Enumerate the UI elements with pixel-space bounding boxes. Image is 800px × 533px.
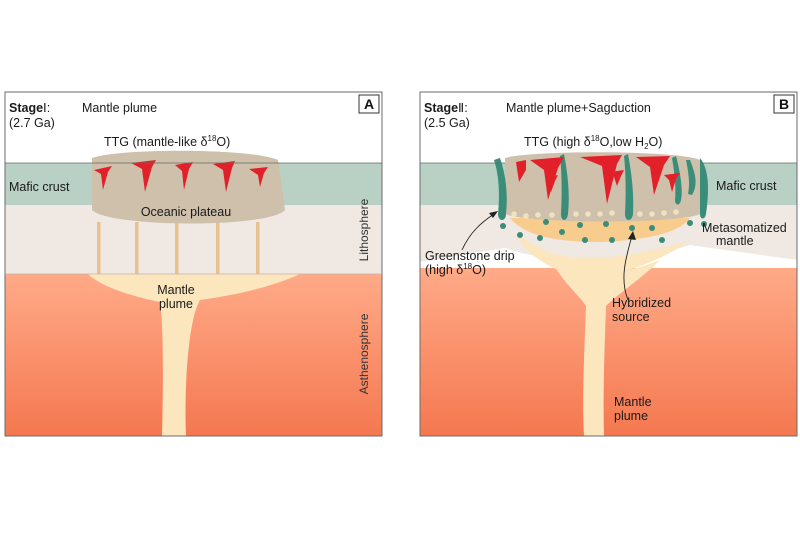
panel-a-letter: A: [364, 96, 374, 112]
panel-b-ttg-intrusions: [516, 155, 680, 204]
panel-b-letter-box: [773, 94, 795, 114]
panel-b-mafic-crust-label: Mafic crust: [716, 179, 777, 193]
hybridized-arrowhead: [628, 231, 636, 240]
panel-a-plume-label-line1: Mantle: [157, 283, 195, 297]
panel-b-arrowheads: [489, 211, 636, 240]
panel-a-stage-title: Mantle plume: [82, 101, 157, 115]
panel-a-feeder-dykes: [97, 222, 260, 274]
panel-b-leader-arrows: [461, 213, 633, 301]
panel-b-plume-label-line2: plume: [614, 409, 648, 423]
panel-b-metasomatized-label-line2: mantle: [716, 234, 754, 248]
panel-a-ttg-label: TTG (mantle-like δ18O): [104, 134, 230, 149]
panel-a-letter-box: [358, 94, 380, 114]
drip-arrowhead: [489, 211, 498, 218]
panel-b-greenstone-drip-label-line1: Greenstone drip: [425, 249, 515, 263]
panel-a-stage-label: StageⅠ:: [9, 101, 50, 115]
panel-b: B StageⅡ: Mantle plume+Sagduction (2.5 G…: [419, 91, 798, 437]
panel-a-ttg-intrusions: [94, 160, 268, 192]
panel-b-melt-zone: [510, 218, 690, 242]
panel-b-plume-label-line1: Mantle: [614, 395, 652, 409]
panel-a-asthenosphere-label: Asthenosphere: [357, 313, 371, 394]
drip-leader-line: [461, 213, 495, 251]
panel-a-frame: [4, 91, 383, 437]
panel-a-age: (2.7 Ga): [9, 116, 55, 130]
panel-b-plume-head: [515, 232, 690, 278]
panel-b-melt-dots: [511, 209, 679, 219]
panel-a-plume-label-line2: plume: [159, 297, 193, 311]
panel-b-greenstone-drip-label-line2: (high δ18O): [425, 262, 486, 277]
panel-b-stage-title: Mantle plume+Sagduction: [506, 101, 651, 115]
panel-b-metasomatic-dots: [500, 219, 707, 243]
panel-b-letter: B: [779, 96, 789, 112]
panel-b-ttg-label: TTG (high δ18O,low H2O): [524, 134, 662, 151]
panel-b-metasomatized-label-line1: Metasomatized: [702, 221, 787, 235]
panel-a-mantle-plume-shape: [88, 274, 300, 436]
panel-b-hybridized-label-line1: Hybridized: [612, 296, 671, 310]
panel-b-greenstone-drips: [494, 154, 708, 220]
hybridized-leader-line: [623, 235, 633, 301]
panel-b-hybridized-label-line2: source: [612, 310, 650, 324]
panel-a-mafic-crust-label: Mafic crust: [9, 180, 70, 194]
panel-b-mantle-plume-shape: [552, 260, 660, 436]
panel-a-oceanic-plateau: [92, 150, 285, 224]
panel-b-frame: [419, 91, 798, 437]
panel-a-oceanic-plateau-label: Oceanic plateau: [141, 205, 231, 219]
panel-a-lithosphere-label: Lithosphere: [357, 198, 371, 261]
panel-b-age: (2.5 Ga): [424, 116, 470, 130]
panel-b-stage-label: StageⅡ:: [424, 101, 468, 115]
panel-a: A StageⅠ: Mantle plume (2.7 Ga) TTG (man…: [4, 91, 383, 437]
